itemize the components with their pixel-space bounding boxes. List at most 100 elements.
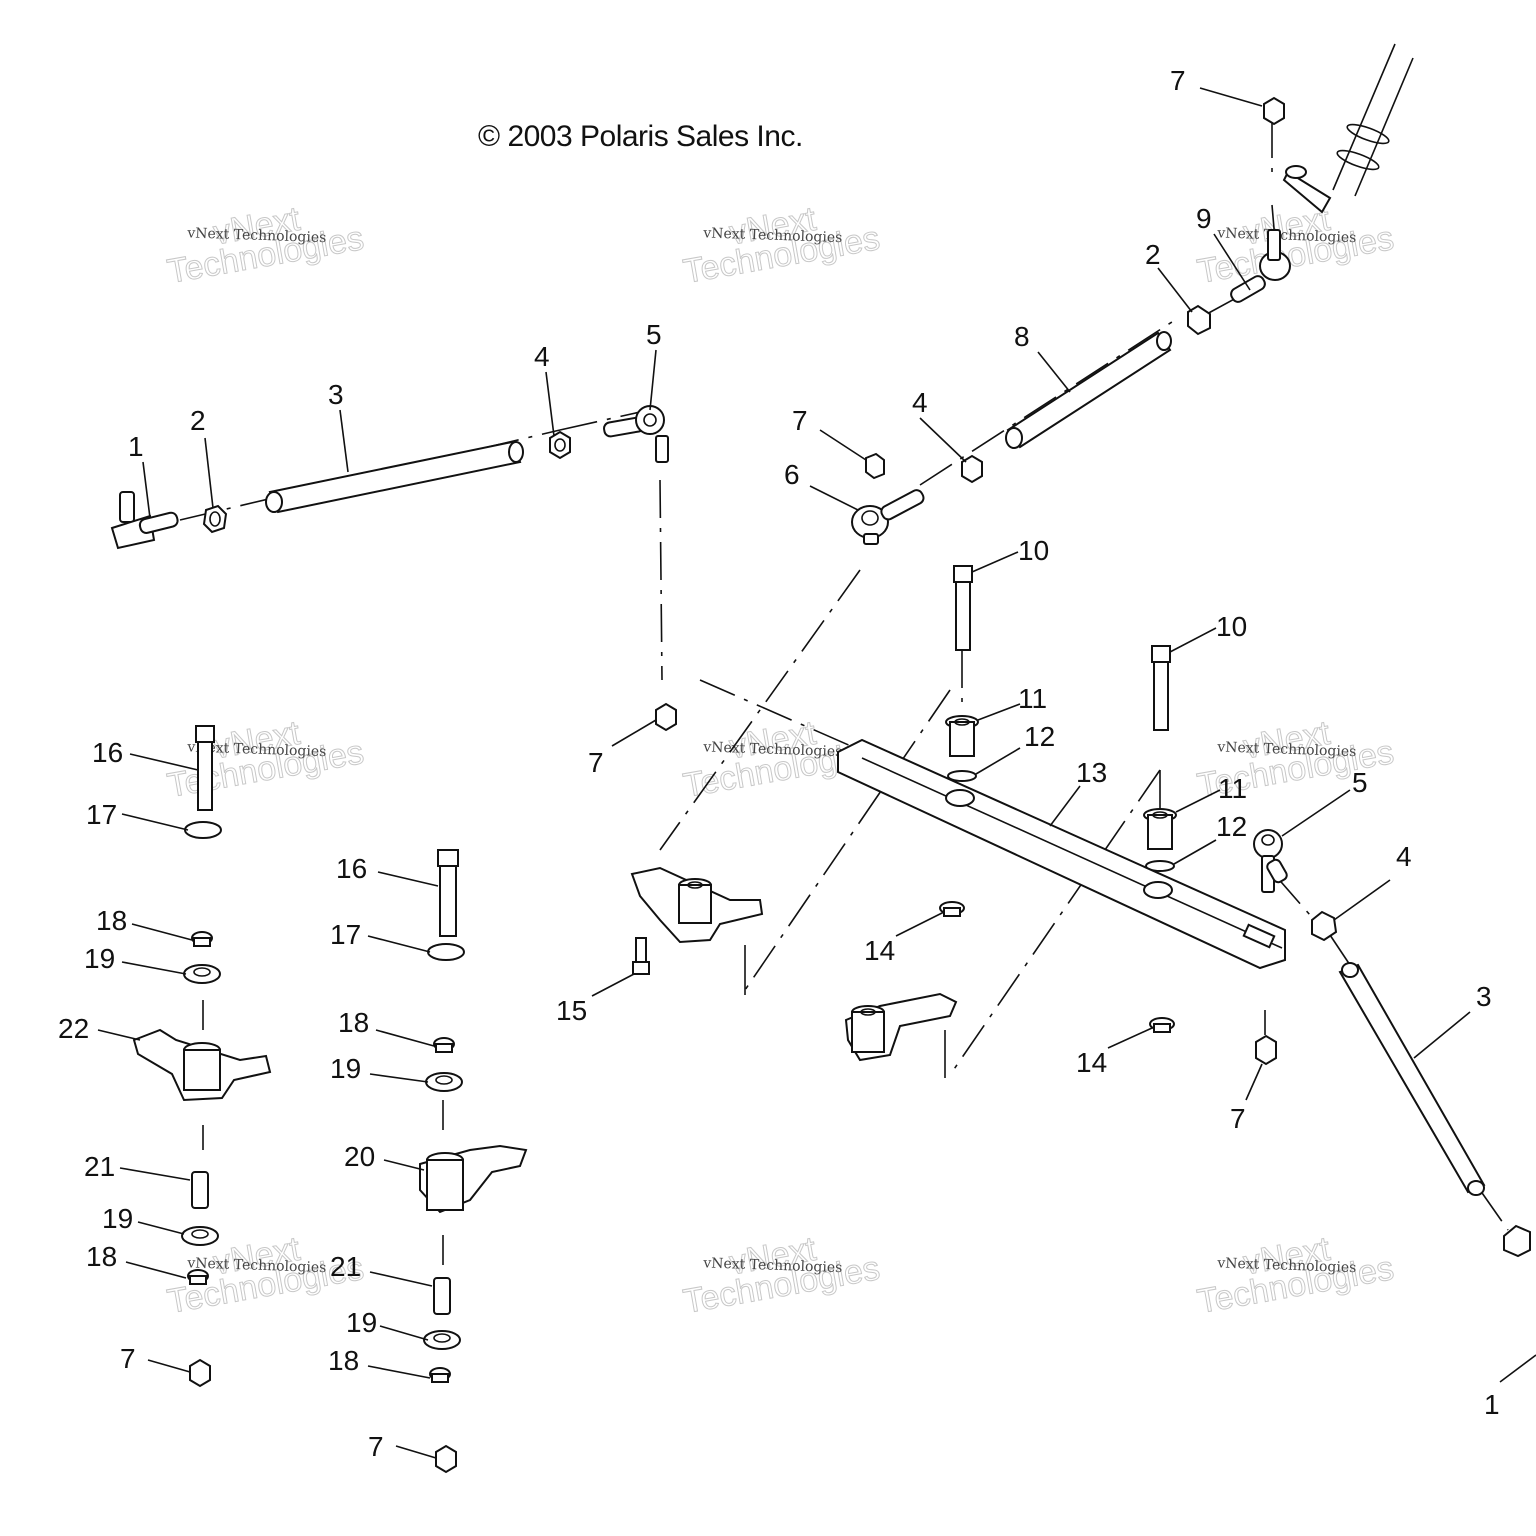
callout-8[interactable]: 8 (1014, 321, 1030, 352)
callout-4[interactable]: 4 (912, 387, 928, 418)
callout-19[interactable]: 19 (84, 943, 115, 974)
nut[interactable] (429, 1367, 451, 1383)
callout-5[interactable]: 5 (1352, 767, 1368, 798)
callout-10[interactable]: 10 (1018, 535, 1049, 566)
washer[interactable] (184, 821, 222, 839)
callout-19[interactable]: 19 (102, 1203, 133, 1234)
callout-3[interactable]: 3 (1476, 981, 1492, 1012)
callout-7[interactable]: 7 (792, 405, 808, 436)
leader-lines (97, 87, 1471, 1459)
lock-nut[interactable] (189, 1358, 211, 1388)
jam-nut[interactable] (1311, 910, 1338, 942)
steering-column[interactable] (1282, 43, 1414, 214)
callout-11[interactable]: 11 (1018, 683, 1047, 714)
lock-nut[interactable] (865, 452, 885, 480)
callout-17[interactable]: 17 (86, 799, 117, 830)
tie-rod-end[interactable] (603, 405, 669, 463)
lock-nut[interactable] (1255, 1034, 1277, 1066)
callout-3[interactable]: 3 (328, 379, 344, 410)
washer[interactable] (427, 943, 465, 961)
nut[interactable] (433, 1037, 455, 1053)
callout-2[interactable]: 2 (1145, 239, 1161, 270)
assembly-lines (179, 120, 1509, 1265)
steering-arm[interactable] (844, 992, 958, 1062)
bushing[interactable] (945, 715, 979, 757)
callout-2[interactable]: 2 (190, 405, 206, 436)
bushing[interactable] (183, 964, 221, 984)
callout-14[interactable]: 14 (1076, 1047, 1107, 1078)
tie-rod-end[interactable] (1229, 229, 1291, 304)
callout-15[interactable]: 15 (556, 995, 587, 1026)
nut[interactable] (187, 1269, 209, 1285)
callout-7[interactable]: 7 (1230, 1103, 1246, 1134)
bolt[interactable] (953, 565, 973, 651)
steering-arm[interactable] (419, 1144, 528, 1214)
callout-17[interactable]: 17 (330, 919, 361, 950)
callout-5[interactable]: 5 (646, 319, 662, 350)
callout-1[interactable]: 1 (128, 431, 144, 462)
callout-11[interactable]: 11 (1218, 773, 1247, 804)
callout-16[interactable]: 16 (336, 853, 367, 884)
callout-13[interactable]: 13 (1076, 757, 1107, 788)
flange-nut[interactable] (1149, 1017, 1175, 1033)
bushing[interactable] (181, 1226, 219, 1246)
jam-nut[interactable] (549, 430, 571, 460)
sleeve[interactable] (191, 1171, 209, 1209)
leader-line (1499, 1354, 1536, 1383)
flange-nut[interactable] (939, 901, 965, 917)
sleeve[interactable] (433, 1277, 451, 1315)
bushing[interactable] (425, 1072, 463, 1092)
callout-21[interactable]: 21 (330, 1251, 361, 1282)
lock-nut[interactable] (1263, 96, 1285, 126)
jam-nut[interactable] (961, 454, 983, 484)
lock-nut[interactable] (655, 702, 677, 732)
callout-7[interactable]: 7 (120, 1343, 136, 1374)
jam-nut[interactable] (202, 504, 228, 534)
callout-19[interactable]: 19 (346, 1307, 377, 1338)
jam-nut[interactable] (1187, 304, 1211, 336)
callout-16[interactable]: 16 (92, 737, 123, 768)
bushing[interactable] (423, 1330, 461, 1350)
o-ring[interactable] (1145, 860, 1175, 872)
callout-18[interactable]: 18 (328, 1345, 359, 1376)
steering-arm[interactable] (132, 1028, 272, 1102)
callout-12[interactable]: 12 (1024, 721, 1055, 752)
callout-21[interactable]: 21 (84, 1151, 115, 1182)
steering-bar[interactable] (837, 738, 1286, 970)
bolt[interactable] (195, 725, 215, 811)
tie-rod-lower[interactable] (1338, 962, 1486, 1196)
lock-nut[interactable] (435, 1444, 457, 1474)
callout-1[interactable]: 1 (1484, 1389, 1500, 1420)
callout-4[interactable]: 4 (1396, 841, 1412, 872)
bolt[interactable] (632, 937, 650, 975)
callout-10[interactable]: 10 (1216, 611, 1247, 642)
copyright-notice: © 2003 Polaris Sales Inc. (478, 120, 803, 153)
callout-7[interactable]: 7 (588, 747, 604, 778)
callout-6[interactable]: 6 (784, 459, 800, 490)
tie-rod-end[interactable] (1253, 829, 1289, 893)
tie-rod-end-left[interactable] (110, 491, 179, 550)
callout-9[interactable]: 9 (1196, 203, 1212, 234)
callout-14[interactable]: 14 (864, 935, 895, 966)
callout-18[interactable]: 18 (86, 1241, 117, 1272)
bushing[interactable] (1143, 808, 1177, 850)
callout-22[interactable]: 22 (58, 1013, 89, 1044)
steering-arm[interactable] (630, 866, 764, 944)
bolt[interactable] (1151, 645, 1171, 731)
callout-4[interactable]: 4 (534, 341, 550, 372)
tie-rod-end[interactable] (851, 488, 926, 545)
o-ring[interactable] (947, 770, 977, 782)
callout-18[interactable]: 18 (96, 905, 127, 936)
tie-rod-center[interactable] (1005, 331, 1172, 449)
callout-18[interactable]: 18 (338, 1007, 369, 1038)
bolt[interactable] (437, 849, 459, 937)
jam-nut[interactable] (1503, 1224, 1531, 1258)
callout-12[interactable]: 12 (1216, 811, 1247, 842)
tie-rod-upper[interactable] (265, 440, 524, 514)
callout-7[interactable]: 7 (368, 1431, 384, 1462)
nut[interactable] (191, 931, 213, 947)
callout-7[interactable]: 7 (1170, 65, 1186, 96)
callout-19[interactable]: 19 (330, 1053, 361, 1084)
callout-20[interactable]: 20 (344, 1141, 375, 1172)
